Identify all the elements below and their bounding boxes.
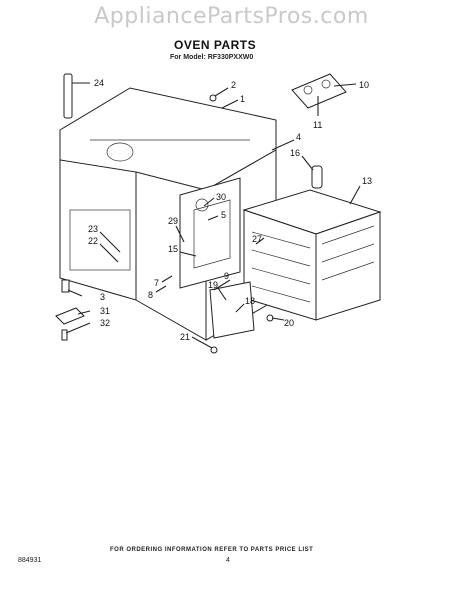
- callout-1: 1: [240, 94, 245, 104]
- oven-element-parts: [55, 73, 347, 354]
- watermark: AppliancePartsPros.com: [94, 4, 369, 29]
- diagram-title: OVEN PARTS: [174, 38, 257, 52]
- callout-5: 5: [221, 210, 226, 220]
- callout-18: 18: [245, 296, 255, 306]
- callout-7: 7: [154, 278, 159, 288]
- callout-9: 9: [224, 271, 229, 281]
- page-number: 4: [226, 557, 230, 564]
- oven-rack-assembly: [242, 189, 382, 321]
- callout-30: 30: [216, 192, 226, 202]
- oven-front-frame: [179, 177, 241, 289]
- callout-24: 24: [94, 78, 104, 88]
- callout-4: 4: [296, 132, 301, 142]
- callout-10: 10: [359, 80, 369, 90]
- diagram-subtitle: For Model: RF330PXXW0: [170, 54, 254, 61]
- callout-19: 19: [208, 280, 218, 290]
- callout-20: 20: [284, 318, 294, 328]
- callout-13: 13: [362, 176, 372, 186]
- callout-11: 11: [313, 120, 322, 130]
- callout-15: 15: [168, 244, 178, 254]
- callout-22: 22: [88, 236, 98, 246]
- callout-3: 3: [100, 292, 105, 302]
- callout-31: 31: [100, 306, 110, 316]
- leader-lines: [65, 82, 361, 349]
- callout-2: 2: [231, 80, 236, 90]
- callout-16: 16: [290, 148, 300, 158]
- document-number: 884931: [18, 557, 42, 564]
- callout-23: 23: [88, 224, 98, 234]
- callout-32: 32: [100, 318, 110, 328]
- callout-labels: 24 2 1 10 11 4 16 13 30 5 29 27 23 22 15…: [88, 78, 372, 342]
- callout-27: 27: [252, 234, 262, 244]
- callout-29: 29: [168, 216, 178, 226]
- callout-21: 21: [180, 332, 190, 342]
- callout-8: 8: [148, 290, 153, 300]
- ordering-note: FOR ORDERING INFORMATION REFER TO PARTS …: [110, 547, 314, 553]
